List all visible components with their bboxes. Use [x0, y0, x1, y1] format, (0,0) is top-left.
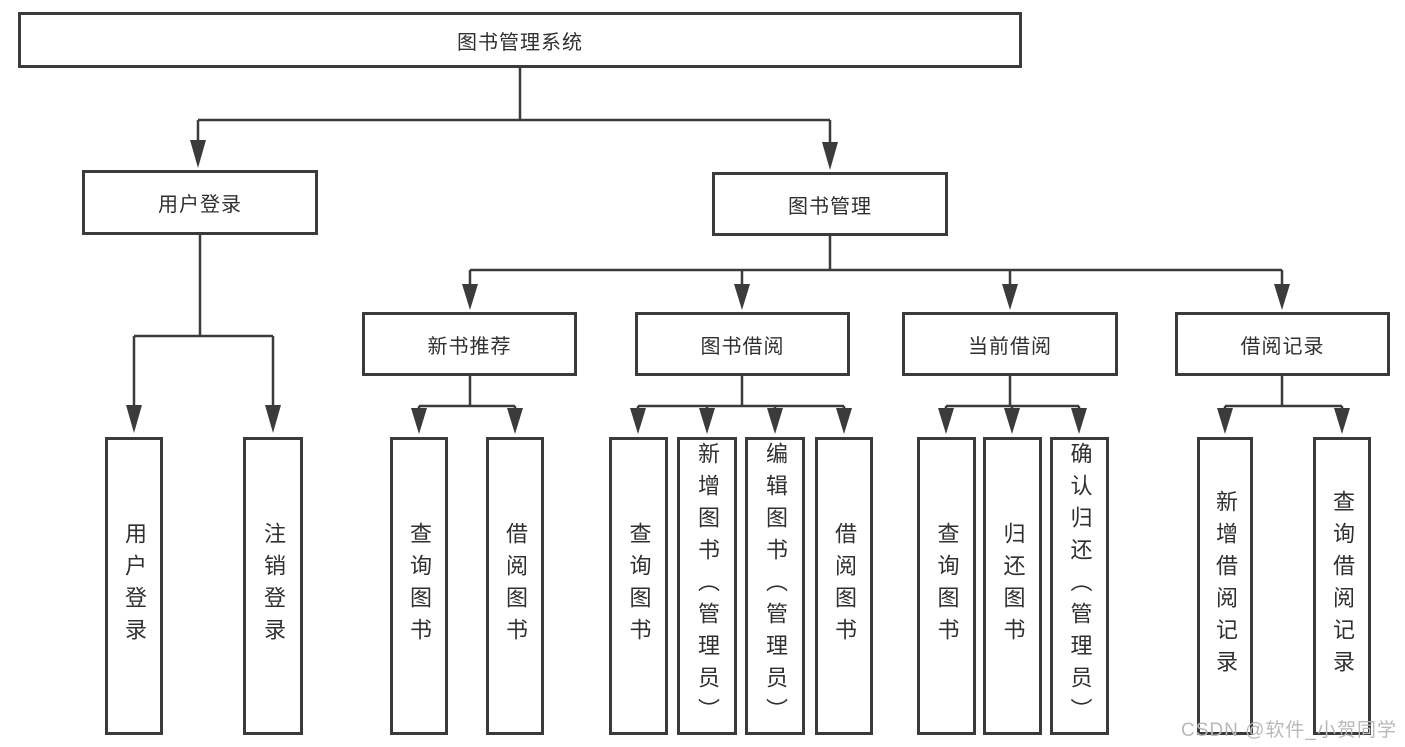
- arrowheads: [126, 140, 1350, 434]
- leaf-label: 查询图书: [407, 522, 432, 650]
- leaf-label: 新增借阅记录: [1213, 490, 1238, 682]
- node-label: 图书借阅: [700, 335, 785, 358]
- leaf-label: 借阅图书: [503, 522, 528, 650]
- node-current-borrow: 当前借阅: [902, 312, 1118, 376]
- leaf-label: 归还图书: [1000, 522, 1026, 650]
- leaf-return-books: 归还图书: [983, 437, 1042, 735]
- csdn-watermark: CSDN @软件_小贺同学: [1181, 720, 1397, 741]
- leaf-confirm-return-admin: 确认归还（管理员）: [1050, 437, 1109, 735]
- leaf-label: 查询图书: [626, 522, 652, 650]
- leaf-label: 用户登录: [122, 522, 147, 650]
- node-new-book-recommend: 新书推荐: [362, 312, 577, 376]
- leaf-label: 编辑图书（管理员）: [763, 442, 788, 730]
- node-user-login: 用户登录: [82, 170, 318, 235]
- leaf-label: 新增图书（管理员）: [695, 442, 720, 730]
- node-book-management: 图书管理: [712, 172, 948, 236]
- leaf-label: 确认归还（管理员）: [1067, 442, 1093, 730]
- node-label: 当前借阅: [968, 335, 1052, 358]
- leaf-query-borrow-record: 查询借阅记录: [1313, 437, 1371, 735]
- node-book-borrow: 图书借阅: [635, 312, 850, 376]
- leaf-borrow-books-recommend: 借阅图书: [486, 437, 544, 735]
- leaf-borrow-books: 借阅图书: [815, 437, 873, 735]
- node-label: 图书管理: [788, 195, 872, 218]
- leaf-logout: 注销登录: [243, 437, 303, 735]
- leaf-user-login: 用户登录: [105, 437, 163, 735]
- leaf-label: 查询图书: [934, 522, 960, 650]
- leaf-query-books-recommend: 查询图书: [390, 437, 448, 735]
- node-label: 新书推荐: [427, 335, 512, 358]
- leaf-label: 借阅图书: [832, 522, 857, 650]
- node-label: 图书管理系统: [457, 31, 583, 54]
- leaf-label: 查询借阅记录: [1330, 490, 1355, 682]
- leaf-query-books-borrow: 查询图书: [609, 437, 668, 735]
- leaf-add-books-admin: 新增图书（管理员）: [677, 437, 737, 735]
- node-borrow-records: 借阅记录: [1175, 312, 1390, 376]
- node-library-management-system: 图书管理系统: [18, 12, 1022, 68]
- node-label: 用户登录: [158, 194, 242, 216]
- leaf-query-books-current: 查询图书: [917, 437, 976, 735]
- node-label: 借阅记录: [1240, 335, 1325, 358]
- leaf-edit-books-admin: 编辑图书（管理员）: [745, 437, 805, 735]
- leaf-add-borrow-record: 新增借阅记录: [1197, 437, 1253, 735]
- leaf-label: 注销登录: [261, 522, 286, 650]
